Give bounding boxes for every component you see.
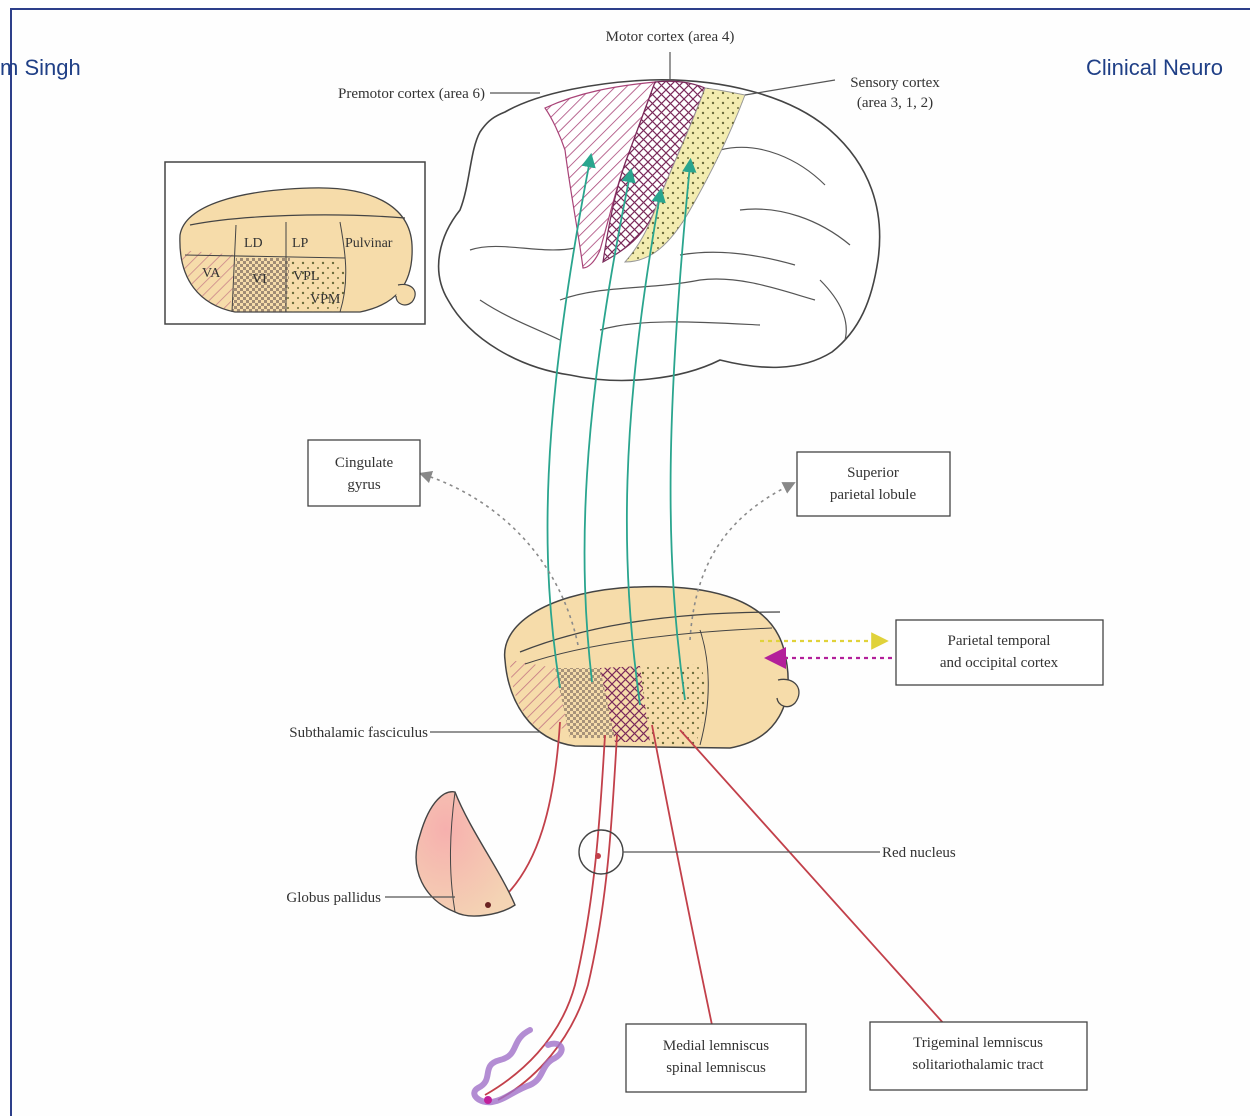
parietal-temporal-label-line1: Parietal temporal <box>948 633 1051 649</box>
inset-label-lp: LP <box>292 236 309 251</box>
superior-parietal-label-line1: Superior <box>847 465 899 481</box>
thalamus <box>505 587 799 748</box>
cingulate-label-line1: Cingulate <box>335 455 394 471</box>
trigeminal-lemniscus-label-line2: solitariothalamic tract <box>912 1057 1044 1073</box>
parietal-temporal-label-line2: and occipital cortex <box>940 655 1059 671</box>
medial-lemniscus-label-line1: Medial lemniscus <box>663 1038 769 1054</box>
premotor-cortex-label: Premotor cortex (area 6) <box>338 86 485 102</box>
inset-label-ld: LD <box>244 236 263 251</box>
red-nucleus-circle <box>579 830 623 874</box>
cingulate-label-line2: gyrus <box>347 477 380 493</box>
thalamus-inset: LD LP Pulvinar VA VI VPL VPM <box>165 162 425 324</box>
inset-label-vpm: VPM <box>310 292 341 307</box>
trigeminal-lemniscus-box <box>870 1022 1087 1090</box>
inset-label-vpl: VPL <box>293 269 319 284</box>
sensory-cortex-label-line1: Sensory cortex <box>850 75 940 91</box>
inset-label-pulvinar: Pulvinar <box>345 236 393 251</box>
sensory-cortex-label-line2: (area 3, 1, 2) <box>857 95 933 111</box>
superior-parietal-label-line2: parietal lobule <box>830 487 917 503</box>
medial-lemniscus-label-line2: spinal lemniscus <box>666 1060 766 1076</box>
medial-lemniscus-box <box>626 1024 806 1092</box>
superior-parietal-box <box>797 452 950 516</box>
red-nucleus-label: Red nucleus <box>882 845 956 861</box>
subthalamic-fasciculus-label: Subthalamic fasciculus <box>289 725 428 741</box>
cingulate-box <box>308 440 420 506</box>
motor-cortex-label: Motor cortex (area 4) <box>606 29 735 45</box>
inset-label-vl: VI <box>252 272 267 287</box>
trigeminal-lemniscus-label-line1: Trigeminal lemniscus <box>913 1035 1043 1051</box>
parietal-temporal-box <box>896 620 1103 685</box>
inset-label-va: VA <box>202 266 221 281</box>
globus-pallidus-label: Globus pallidus <box>286 890 381 906</box>
